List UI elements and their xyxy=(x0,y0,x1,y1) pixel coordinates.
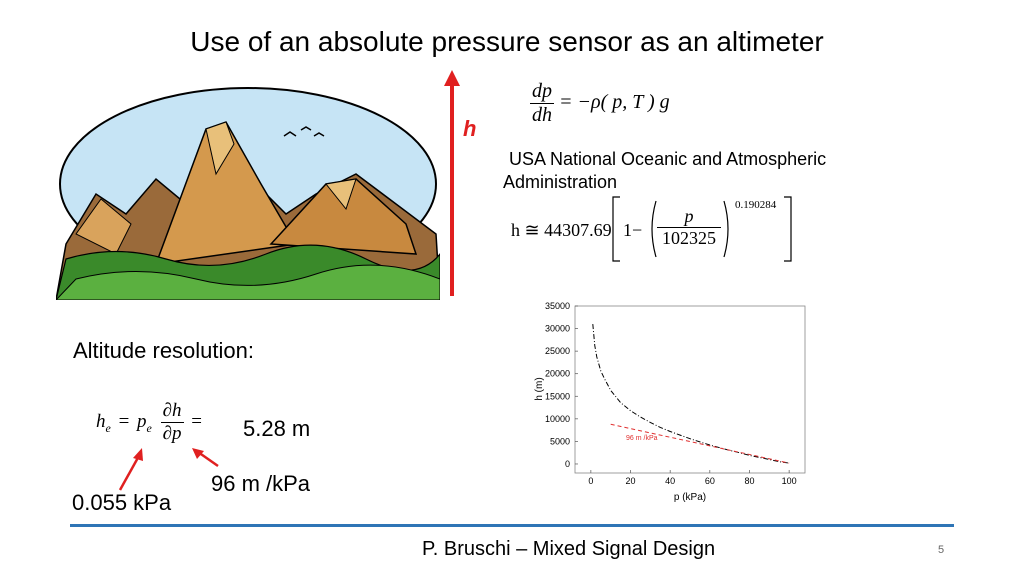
y-tick-label: 35000 xyxy=(545,301,570,311)
series-line-0 xyxy=(592,324,790,464)
page-number: 5 xyxy=(938,544,945,556)
equals-sign: = xyxy=(118,410,130,432)
right-paren xyxy=(723,200,729,258)
y-tick-label: 30000 xyxy=(545,324,570,334)
left-bracket xyxy=(612,196,620,262)
equation-rhs: = −ρ( p, T ) g xyxy=(559,91,670,114)
altitude-pressure-chart: 0 20 40 60 80 100 0 5000 10000 15000 20000 25000 300… xyxy=(534,301,806,503)
left-paren xyxy=(651,200,657,258)
fraction-denominator: 102325 xyxy=(662,228,716,248)
y-axis-label: h (m) xyxy=(534,377,545,400)
x-tick-label: 0 xyxy=(588,476,593,486)
fraction-numerator: dp xyxy=(530,80,554,104)
y-tick-label: 10000 xyxy=(545,414,570,424)
right-bracket xyxy=(784,196,792,262)
pe-symbol: pe xyxy=(137,410,152,435)
dp-dh-fraction: dp dh xyxy=(530,80,554,127)
footer-divider xyxy=(70,524,954,527)
fraction-denominator: dh xyxy=(532,104,552,126)
y-tick-label: 25000 xyxy=(545,346,570,356)
x-tick-label: 80 xyxy=(744,476,754,486)
equals-sign-2: = xyxy=(191,410,202,432)
resolution-equation: he = pe ∂h ∂p = xyxy=(96,400,202,445)
mountain-illustration xyxy=(56,87,440,300)
fraction-numerator: ∂h xyxy=(160,400,184,423)
chart-lines xyxy=(592,324,790,464)
y-tick-label: 0 xyxy=(565,459,570,469)
y-tick-label: 15000 xyxy=(545,391,570,401)
formula-exponent: 0.190284 xyxy=(735,199,777,211)
p-over-p0-fraction: p 102325 xyxy=(657,206,721,249)
y-tick-label: 5000 xyxy=(550,436,570,446)
he-symbol: he xyxy=(96,410,111,435)
plot-area xyxy=(574,305,806,474)
tangent-annotation: 96 m /kPa xyxy=(626,435,658,442)
dh-dp-fraction: ∂h ∂p xyxy=(160,400,184,445)
footer-text: P. Bruschi – Mixed Signal Design xyxy=(422,538,716,560)
formula-lhs: h ≅ 44307.69 xyxy=(511,220,612,240)
x-tick-label: 60 xyxy=(705,476,715,486)
hydrostatic-equation: dp dh = −ρ( p, T ) g xyxy=(530,80,670,127)
chart-ticks: 0 20 40 60 80 100 0 5000 10000 15000 20000 25000 300… xyxy=(545,301,797,486)
pressure-resolution-value: 0.055 kPa xyxy=(72,490,172,515)
x-tick-label: 100 xyxy=(782,476,797,486)
fraction-numerator: p xyxy=(657,206,721,228)
series-line-1 xyxy=(610,423,790,464)
altitude-resolution-label: Altitude resolution: xyxy=(73,338,254,363)
x-axis-label: p (kPa) xyxy=(674,492,706,503)
y-tick-label: 20000 xyxy=(545,369,570,379)
resolution-result: 5.28 m xyxy=(243,416,311,441)
x-tick-label: 20 xyxy=(626,476,636,486)
sensitivity-value: 96 m /kPa xyxy=(211,471,311,496)
formula-one-minus: 1− xyxy=(623,220,643,240)
fraction-denominator: ∂p xyxy=(162,423,182,444)
slide-title: Use of an absolute pressure sensor as an… xyxy=(190,26,824,57)
x-tick-label: 40 xyxy=(665,476,675,486)
height-arrow xyxy=(444,70,460,296)
height-label: h xyxy=(463,116,477,141)
pointer-arrows xyxy=(118,448,219,491)
noaa-caption: USA National Oceanic and Atmospheric Adm… xyxy=(503,149,827,192)
